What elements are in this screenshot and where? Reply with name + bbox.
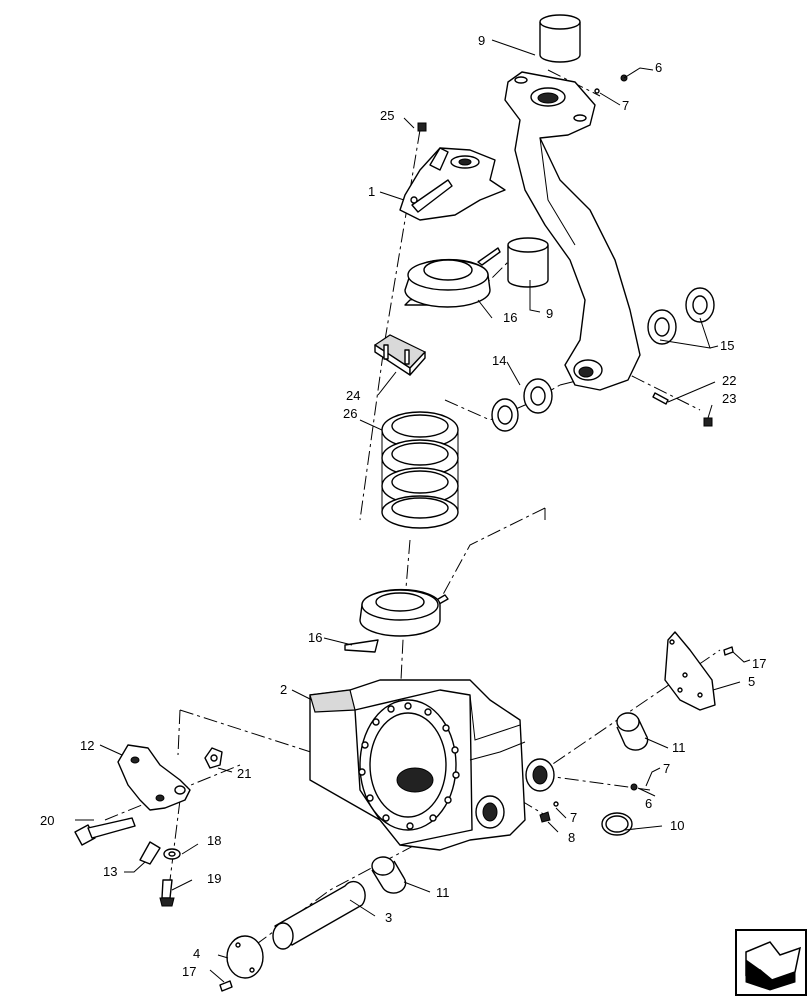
callout-11-right: 11 xyxy=(672,740,686,755)
bushing-mid xyxy=(507,237,549,288)
callout-8: 8 xyxy=(568,830,575,845)
spring-seat-lower xyxy=(344,588,449,653)
flange-bolt-holes xyxy=(358,702,460,830)
callout-21: 21 xyxy=(237,766,251,781)
steering-arm xyxy=(504,71,641,391)
bushing-right xyxy=(616,712,649,751)
rubber-pad xyxy=(373,334,426,376)
callout-11-lower: 11 xyxy=(436,885,450,900)
callout-15: 15 xyxy=(720,338,734,353)
next-page-arrow-icon[interactable] xyxy=(735,929,807,996)
callout-10: 10 xyxy=(670,818,684,833)
callout-17-right: 17 xyxy=(752,656,766,671)
small-hardware-top xyxy=(417,74,713,427)
callout-labels: 9 6 7 25 1 16 9 15 14 22 23 24 26 16 17 … xyxy=(40,33,766,979)
nut xyxy=(204,747,223,769)
king-pin xyxy=(272,880,366,950)
end-cap xyxy=(219,935,264,992)
callout-17-lower: 17 xyxy=(182,964,196,979)
cover-plate xyxy=(664,631,734,711)
bolt xyxy=(74,817,136,846)
callout-14: 14 xyxy=(492,353,506,368)
bushing-lower xyxy=(371,856,407,894)
callout-18: 18 xyxy=(207,833,221,848)
callout-7-right: 7 xyxy=(663,761,670,776)
callout-6-top: 6 xyxy=(655,60,662,75)
callout-19: 19 xyxy=(207,871,221,886)
callout-22: 22 xyxy=(722,373,736,388)
leader-lines xyxy=(75,39,751,983)
callout-1: 1 xyxy=(368,184,375,199)
callout-26: 26 xyxy=(343,406,357,421)
callout-20: 20 xyxy=(40,813,54,828)
callout-25: 25 xyxy=(380,108,394,123)
callout-3: 3 xyxy=(385,910,392,925)
callout-7-lower: 7 xyxy=(570,810,577,825)
callout-9-top: 9 xyxy=(478,33,485,48)
small-hardware-lower xyxy=(539,783,638,823)
callout-9-mid: 9 xyxy=(546,306,553,321)
clamp xyxy=(117,744,191,811)
spring-seat-upper xyxy=(404,247,501,308)
callout-23: 23 xyxy=(722,391,736,406)
seal-ring xyxy=(601,812,633,836)
coil-spring xyxy=(381,411,459,529)
axle-housing xyxy=(309,679,555,851)
callout-7-top: 7 xyxy=(622,98,629,113)
callout-5: 5 xyxy=(748,674,755,689)
bushing-upper xyxy=(539,14,581,63)
callout-4: 4 xyxy=(193,946,200,961)
thrust-washers xyxy=(491,378,553,432)
pin-washer-screw xyxy=(139,841,181,907)
callout-24: 24 xyxy=(346,388,360,403)
spring-bracket xyxy=(399,147,506,221)
callout-12: 12 xyxy=(80,738,94,753)
callout-6-right: 6 xyxy=(645,796,652,811)
callout-13: 13 xyxy=(103,864,117,879)
callout-2: 2 xyxy=(280,682,287,697)
shim-washers xyxy=(647,287,715,345)
callout-16-top: 16 xyxy=(503,310,517,325)
callout-16-bottom: 16 xyxy=(308,630,322,645)
